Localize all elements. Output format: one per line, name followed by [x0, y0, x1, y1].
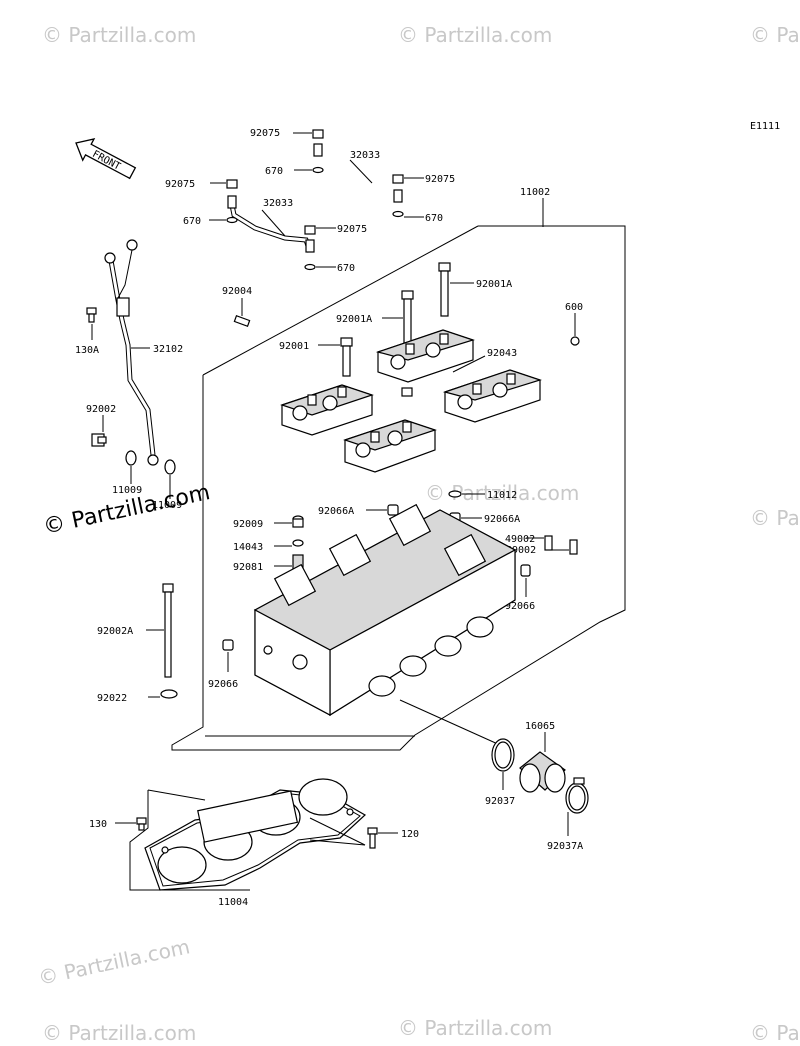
- part-label: 11004: [218, 897, 248, 908]
- part-label: 92075: [425, 174, 455, 185]
- bolt-92001: [318, 337, 353, 377]
- part-label: 14043: [233, 542, 263, 553]
- part-label: 130: [89, 819, 107, 830]
- part-label: 670: [337, 263, 355, 274]
- oil-pipe-upper: [312, 129, 404, 218]
- grommet-92066A-left: [366, 504, 399, 516]
- part-label: 92002: [86, 404, 116, 415]
- watermark-text: © Partzilla.com: [398, 1016, 552, 1040]
- leader-line: [452, 355, 486, 373]
- part-label: 92037A: [547, 841, 583, 852]
- grommet-92066-left: [222, 639, 234, 672]
- bolt-92001A-left: [382, 290, 414, 345]
- bolt-130A: [86, 307, 97, 323]
- watermark-text: © Partzilla.com: [398, 23, 552, 47]
- part-label: 11012: [487, 490, 517, 501]
- watermark-text: © Partzilla.com: [750, 23, 800, 47]
- ball-600: [570, 313, 580, 346]
- gasket-frame-lines: [129, 789, 366, 891]
- part-label: 670: [425, 213, 443, 224]
- clamp-92037A: [565, 777, 589, 836]
- part-label: 92001: [279, 341, 309, 352]
- part-label: 11009: [112, 485, 142, 496]
- part-label: 130A: [75, 345, 99, 356]
- part-label: 92081: [233, 562, 263, 573]
- part-label: 32033: [350, 150, 380, 161]
- watermark-text: © Partzilla.com: [750, 1021, 800, 1045]
- part-label: 670: [265, 166, 283, 177]
- cam-holder-1: [280, 384, 374, 436]
- cap-11012: [448, 490, 485, 498]
- front-arrow: FRONT: [75, 138, 137, 180]
- watermark-text: © Partzilla.com: [36, 934, 192, 990]
- part-label: 92009: [233, 519, 263, 530]
- watermark-text: © Partzilla.com: [750, 506, 800, 530]
- grommet-92066-right: [520, 564, 531, 597]
- diagram-code: E1111: [750, 121, 780, 132]
- part-label: 92022: [97, 693, 127, 704]
- clamp-92037: [491, 738, 515, 790]
- holder-16065: [519, 732, 566, 793]
- gaskets-11009: [125, 450, 176, 499]
- watermark-text: © Partzilla.com: [42, 23, 196, 47]
- bolt-92001A-right: [438, 262, 474, 317]
- watermark-text: © Partzilla.com: [42, 1021, 196, 1045]
- part-label: 11002: [520, 187, 550, 198]
- part-label: 92066A: [318, 506, 354, 517]
- leader-line: [399, 699, 501, 746]
- part-label: 32102: [153, 344, 183, 355]
- part-label: 16065: [525, 721, 555, 732]
- part-label: 92066: [208, 679, 238, 690]
- part-label: 11009: [152, 500, 182, 511]
- plug-92002: [91, 433, 107, 447]
- oil-pipe-lower: [226, 179, 316, 271]
- cam-holder-3: [375, 329, 475, 397]
- part-label: 120: [401, 829, 419, 840]
- nozzles-49002: [526, 535, 578, 555]
- washer-92022: [148, 689, 178, 699]
- part-label: 92004: [222, 286, 252, 297]
- part-label: 670: [183, 216, 201, 227]
- cam-holder-4: [442, 369, 542, 423]
- assembly-frame-11002: [171, 198, 626, 751]
- leader-lines-top: [209, 132, 424, 268]
- bolt-120: [367, 827, 398, 849]
- cylinder-head: [253, 503, 517, 717]
- banjo-bolt-icon: [312, 129, 324, 139]
- part-label: 92002A: [97, 626, 133, 637]
- part-label: 92066A: [484, 514, 520, 525]
- part-label: 32033: [263, 198, 293, 209]
- part-label: 92001A: [476, 279, 512, 290]
- part-label: 92075: [250, 128, 280, 139]
- part-label: 92043: [487, 348, 517, 359]
- part-label: 49002: [505, 534, 535, 545]
- part-label: 92075: [165, 179, 195, 190]
- bolt-130: [115, 817, 147, 831]
- part-label: 92075: [337, 224, 367, 235]
- head-gasket-11004: [144, 778, 367, 891]
- part-label: 92037: [485, 796, 515, 807]
- part-label: 92066: [505, 601, 535, 612]
- stud-92004: [233, 298, 251, 327]
- bolt-92002A: [146, 583, 174, 678]
- watermark-layer: © Partzilla.com © Partzilla.com © Partzi…: [36, 23, 800, 1045]
- part-label: 49002: [506, 545, 536, 556]
- part-label: 92001A: [336, 314, 372, 325]
- oil-pipe-32102: [104, 239, 159, 466]
- cam-holder-2: [343, 419, 437, 473]
- part-label: 600: [565, 302, 583, 313]
